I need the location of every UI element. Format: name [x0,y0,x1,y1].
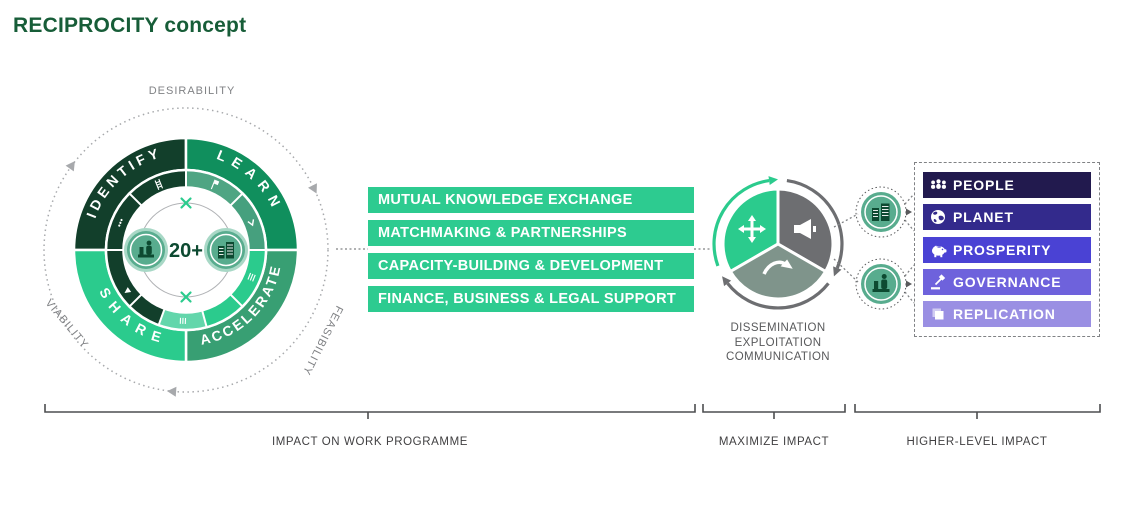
governance-icon [923,273,953,291]
share-arrow-icon [762,259,793,275]
outcomes-panel: PEOPLE PLANET [914,162,1100,337]
planet-icon [923,208,953,226]
statue-badge [855,258,907,310]
prosperity-icon [923,241,953,259]
people-icon [923,176,953,194]
service-bar-label: FINANCE, BUSINESS & LEGAL SUPPORT [378,291,677,307]
caption-line: EXPLOITATION [734,336,822,349]
move-arrows-icon [738,215,766,243]
reciprocity-cycle-diagram: 20+ IDENTIFY LEARN ACCELERATE SHARE DESI… [43,85,345,397]
service-bar: MUTUAL KNOWLEDGE EXCHANGE [368,187,694,213]
ring-mini-icons [118,178,256,325]
outcome-label: PLANET [953,209,1014,226]
outcome-row-replication: REPLICATION [923,301,1091,327]
outcome-row-governance: GOVERNANCE [923,268,1091,295]
replication-icon [923,305,953,323]
service-bar-label: MUTUAL KNOWLEDGE EXCHANGE [378,192,633,208]
rotation-arrow-icon [308,183,317,194]
pin-icon [124,287,132,293]
pointer-arrow-icon [906,208,912,216]
buildings-badge [204,228,248,272]
impact-wheel [712,176,844,310]
service-bar-label: MATCHMAKING & PARTNERSHIPS [378,225,627,241]
center-count: 20+ [169,240,203,262]
brace-label-higher-level-impact: HIGHER-LEVEL IMPACT [906,436,1048,448]
service-bar: CAPACITY-BUILDING & DEVELOPMENT [368,253,694,279]
flag-icon [210,179,220,190]
outcome-label: PROSPERITY [953,241,1052,258]
x-mark-icon [180,291,192,303]
cycle-arrow-icon [833,266,842,277]
outcome-row-planet: PLANET [923,204,1091,231]
pointer-arrow-icon [906,280,912,288]
buildings-icon [872,203,890,221]
outcome-label: REPLICATION [953,306,1056,322]
service-bar: MATCHMAKING & PARTNERSHIPS [368,220,694,246]
service-bar: FINANCE, BUSINESS & LEGAL SUPPORT [368,286,694,312]
wheel-segment-communication [728,242,828,301]
x-mark-icon [180,197,192,209]
statue-icon [872,274,890,292]
cycle-arrow-icon [768,176,779,186]
outcome-label: GOVERNANCE [953,273,1062,290]
axis-label-viability: VIABILITY [43,297,91,351]
brace-label-work-programme: IMPACT ON WORK PROGRAMME [271,436,469,448]
rotation-arrow-icon [167,386,177,397]
service-bar-label: CAPACITY-BUILDING & DEVELOPMENT [378,258,664,274]
dotted-cycle-ring [43,107,329,393]
outcome-label: PEOPLE [953,177,1015,193]
statue-badge [124,228,168,272]
list-icon [247,272,256,282]
cycle-arrow-icon [722,276,732,287]
buildings-badge [855,186,907,238]
hub-circle [125,189,247,311]
caption-line: COMMUNICATION [725,351,830,363]
axis-label-feasibility: FEASIBILITY [300,304,345,378]
caption-line: DISSEMINATION [730,322,826,334]
ring-dividers [106,170,266,328]
chevron-icon [247,219,255,227]
axis-label-desirability: DESIRABILITY [149,85,236,97]
buildings-icon [218,242,234,259]
statue-icon [138,240,154,258]
outcome-row-prosperity: PROSPERITY [923,236,1091,263]
impact-wheel-caption: DISSEMINATION EXPLOITATION COMMUNICATION [690,321,866,365]
outcome-row-people: PEOPLE [923,172,1091,198]
ladder-icon [154,178,164,190]
megaphone-icon [794,219,816,239]
vents-icon [179,317,187,325]
dots-icon [118,218,123,227]
page-title: RECIPROCITY concept [13,14,247,37]
rotation-arrow-icon [65,161,75,172]
brace-label-maximize-impact: MAXIMIZE IMPACT [718,436,830,448]
